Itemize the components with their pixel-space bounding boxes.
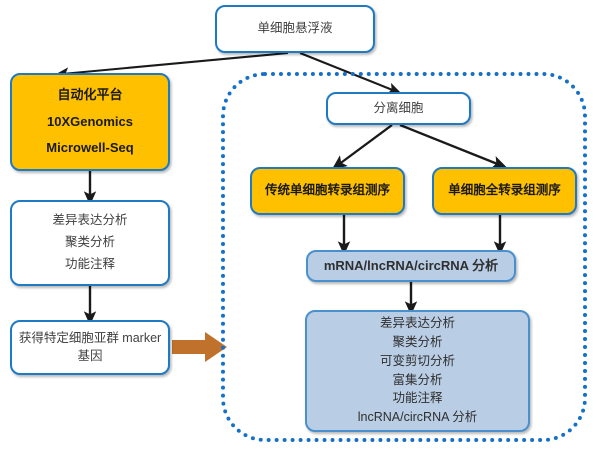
node-label: mRNA/lncRNA/circRNA 分析: [323, 257, 499, 273]
right-branch-group-panel: [221, 72, 587, 442]
node-downstream-analysis[interactable]: 差异表达分析 聚类分析 可变剪切分析 富集分析 功能注释 lncRNA/circ…: [305, 310, 530, 432]
node-label: 单细胞悬浮液: [257, 21, 333, 36]
node-label-line-3: 可变剪切分析: [379, 353, 455, 368]
node-marker-genes[interactable]: 获得特定细胞亚群 marker 基因: [10, 320, 170, 375]
node-label-line-3: Microwell-Seq: [46, 140, 134, 156]
node-label-line-5: 功能注释: [392, 391, 443, 406]
node-traditional-sc-rnaseq[interactable]: 传统单细胞转录组测序: [250, 167, 405, 215]
node-label-line-3: 功能注释: [64, 256, 115, 271]
node-label: 传统单细胞转录组测序: [264, 183, 390, 198]
node-label-line-4: 富集分析: [392, 372, 443, 387]
node-label: 单细胞全转录组测序: [448, 183, 561, 198]
node-label: 分离细胞: [373, 100, 424, 115]
node-label-line-1: 获得特定细胞亚群 marker: [18, 330, 162, 345]
node-label-line-6: lncRNA/circRNA 分析: [357, 410, 478, 424]
node-rna-analysis[interactable]: mRNA/lncRNA/circRNA 分析: [306, 250, 516, 282]
arrow-marker-to-right-group: [172, 332, 227, 362]
node-label-line-1: 自动化平台: [57, 87, 123, 103]
node-label-line-1: 差异表达分析: [52, 213, 128, 228]
node-label-line-2: 10XGenomics: [47, 113, 133, 129]
node-full-length-sc-rnaseq[interactable]: 单细胞全转录组测序: [432, 167, 577, 215]
node-label-line-2: 基因: [77, 348, 103, 363]
node-single-cell-suspension[interactable]: 单细胞悬浮液: [215, 5, 375, 53]
node-label-line-2: 聚类分析: [64, 235, 115, 250]
arrow-suspension-to-platform: [54, 51, 289, 80]
node-left-analysis[interactable]: 差异表达分析 聚类分析 功能注释: [10, 200, 170, 286]
node-automation-platform[interactable]: 自动化平台 10XGenomics Microwell-Seq: [10, 73, 170, 171]
node-label-line-1: 差异表达分析: [379, 316, 455, 331]
node-label-line-2: 聚类分析: [392, 335, 443, 349]
node-isolate-cells[interactable]: 分离细胞: [326, 92, 471, 125]
